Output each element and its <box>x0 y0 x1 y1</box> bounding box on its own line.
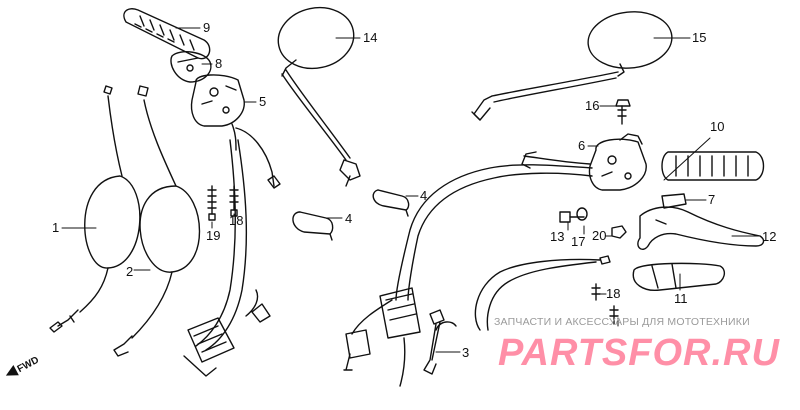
part-4b-label: 4 <box>420 188 428 203</box>
part-6-label: 6 <box>578 138 586 153</box>
washer-17 <box>576 207 588 221</box>
right-switch-housing <box>588 133 647 191</box>
left-grip <box>123 8 211 60</box>
part-7-label: 7 <box>708 192 716 207</box>
leader-lines <box>61 27 761 353</box>
watermark-text: ЗАПЧАСТИ И АКСЕССУАРЫ ДЛЯ МОТОТЕХНИКИ <box>494 316 750 328</box>
nut-20 <box>611 225 627 239</box>
part-1-label: 1 <box>52 220 60 235</box>
part-10-label: 10 <box>710 119 725 134</box>
bolt-18-right <box>591 283 619 325</box>
right-switch-harness <box>343 151 593 387</box>
left-switch-housing <box>190 74 245 151</box>
part-9-label: 9 <box>203 20 211 35</box>
mirror-left <box>277 6 361 187</box>
part-14-label: 14 <box>363 30 378 45</box>
cable-1 <box>49 85 141 333</box>
watermark-logo: PARTSFOR.RU <box>498 332 780 374</box>
part-12-label: 12 <box>762 229 777 244</box>
bolt-19 <box>207 185 217 221</box>
part-19-label: 19 <box>206 228 221 243</box>
bolt-13 <box>559 211 585 223</box>
lever-bracket-11 <box>632 262 726 291</box>
cable-2 <box>113 85 201 357</box>
grip-collar <box>170 51 212 83</box>
part-13-label: 13 <box>550 229 565 244</box>
part-11-label: 11 <box>674 291 688 306</box>
screw-16 <box>615 99 631 125</box>
part-16-label: 16 <box>585 98 600 113</box>
part-15-label: 15 <box>692 30 707 45</box>
clamp-4a <box>292 211 334 241</box>
part-4a-label: 4 <box>345 211 353 226</box>
part-18-left-label: 18 <box>229 213 244 228</box>
part-18-right-label: 18 <box>606 286 621 301</box>
clamp-4b <box>372 189 410 217</box>
part-3-label: 3 <box>462 345 470 360</box>
right-grip <box>661 151 765 181</box>
brake-lever <box>637 206 765 250</box>
part-17-label: 17 <box>571 234 586 249</box>
left-switch-harness <box>183 127 281 377</box>
part-20-label: 20 <box>592 228 607 243</box>
part-8-label: 8 <box>215 56 223 71</box>
part-2-label: 2 <box>126 264 134 279</box>
cable-3 <box>423 255 611 375</box>
part-5-label: 5 <box>259 94 267 109</box>
mirror-right <box>471 11 673 121</box>
pivot-7 <box>661 193 687 209</box>
bolt-18-left <box>229 185 239 217</box>
